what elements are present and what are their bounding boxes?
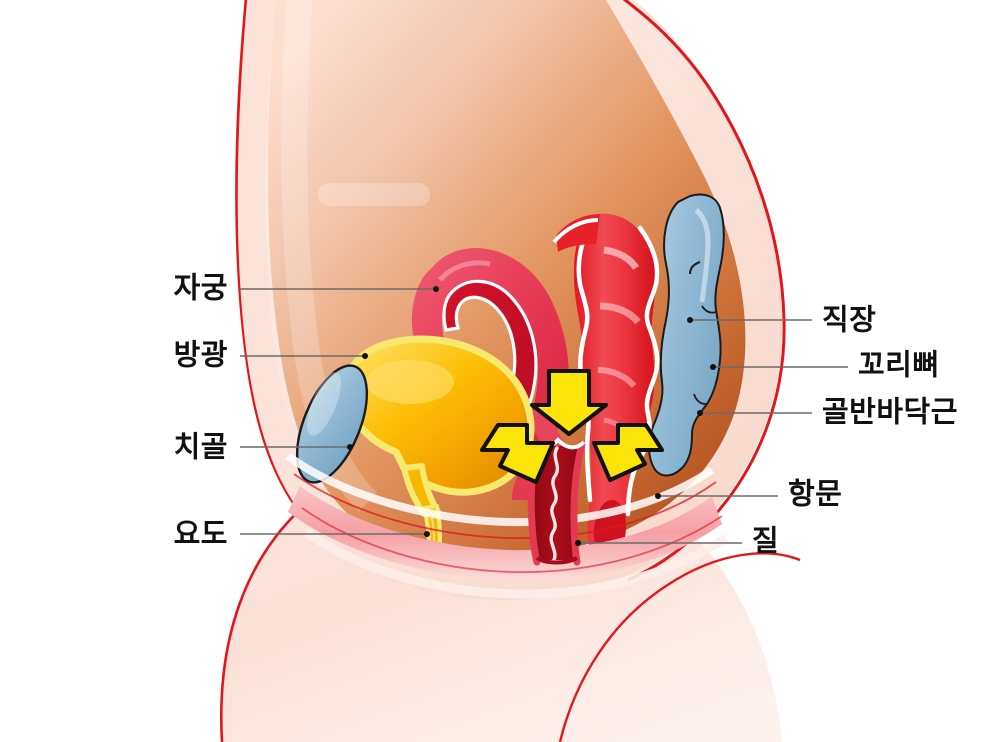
label-coccyx: 꼬리뼈	[858, 347, 940, 382]
label-leader-dots	[347, 286, 716, 546]
abdominal-wall-band	[237, 0, 330, 522]
leader-dot-rectum	[687, 317, 693, 323]
label-vagina: 질	[752, 523, 780, 558]
leader-dot-pubic-bone	[347, 444, 353, 450]
label-leader-lines	[240, 288, 848, 544]
bladder	[342, 335, 535, 517]
label-pelvic-floor-muscle: 골반바닥근	[822, 394, 958, 429]
rectum	[552, 213, 660, 559]
leader-dot-bladder	[362, 353, 368, 359]
leader-dot-coccyx	[710, 364, 716, 370]
label-bladder: 방광	[173, 337, 228, 372]
coccyx-bone	[648, 193, 725, 477]
pressure-arrows	[480, 369, 664, 484]
leader-dot-anus	[655, 493, 661, 499]
label-anus: 항문	[788, 476, 843, 511]
label-rectum: 직장	[822, 302, 877, 337]
leader-dot-pelvic-floor-muscle	[697, 410, 703, 416]
arrow-right-down-icon	[480, 423, 555, 484]
label-urethra: 요도	[173, 516, 228, 551]
leader-dot-urethra	[424, 531, 430, 537]
label-uterus: 자궁	[173, 270, 228, 305]
arrow-down-icon	[530, 369, 608, 436]
leader-dot-vagina	[575, 540, 581, 546]
leader-dot-uterus	[433, 286, 439, 292]
pubic-bone	[295, 364, 369, 484]
abdominal-wall-highlight	[318, 183, 430, 206]
label-pubic-bone: 치골	[173, 429, 228, 464]
arrow-left-down-icon	[592, 423, 664, 482]
